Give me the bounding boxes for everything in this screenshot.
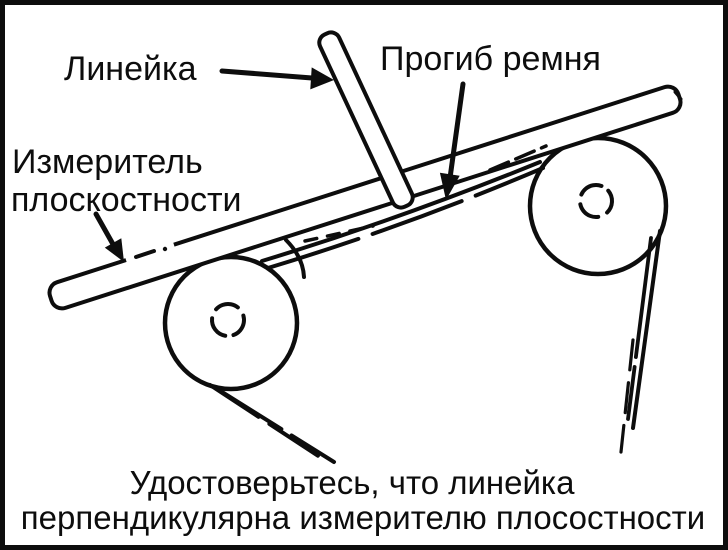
- belt-lower-right-edge3: [619, 338, 635, 454]
- straightedge-dash: [134, 249, 156, 259]
- ruler-arrowhead: [310, 67, 334, 90]
- belt-lower-edge: [266, 166, 545, 270]
- deflection-arrowhead: [439, 172, 460, 200]
- gauge-arrow-shaft: [93, 211, 117, 249]
- ruler-group: [317, 30, 415, 210]
- right-pulley-hub: [578, 182, 614, 219]
- flatness-gauge-label-line2: плоскостности: [11, 181, 242, 219]
- caption-line1: Удостоверьтесь, что линейка: [130, 464, 576, 501]
- belt-lower-right-edge1: [631, 229, 662, 430]
- ruler-callout-arrow: [219, 67, 334, 90]
- straightedge-end-tick: [673, 90, 683, 101]
- belt-lower-left-edge2: [220, 390, 336, 464]
- left-pulley: [162, 254, 300, 392]
- belt-edge-dashes-right: [488, 144, 548, 172]
- belt-edge-dashes-left: [303, 224, 375, 243]
- ruler-bar: [317, 30, 415, 210]
- left-pulley-hub: [210, 302, 247, 338]
- belt-deflection-label: Прогиб ремня: [380, 40, 601, 78]
- caption-line2: перпендикулярна измерителю плосостности: [21, 499, 705, 536]
- belt-upper-edge: [260, 160, 542, 263]
- ruler-label: Линейка: [64, 50, 197, 88]
- gauge-callout-arrow: [93, 211, 124, 262]
- straightedge-dot: [162, 246, 168, 252]
- gauge-arrowhead: [104, 238, 124, 262]
- ruler-arrow-shaft: [219, 68, 315, 81]
- deflection-callout-arrow: [439, 81, 466, 200]
- belt-lower-right-edge2: [626, 236, 653, 421]
- deflection-arrow-shaft: [447, 81, 466, 181]
- right-pulley: [527, 135, 669, 277]
- flatness-gauge-label-line1: Измеритель: [12, 143, 203, 181]
